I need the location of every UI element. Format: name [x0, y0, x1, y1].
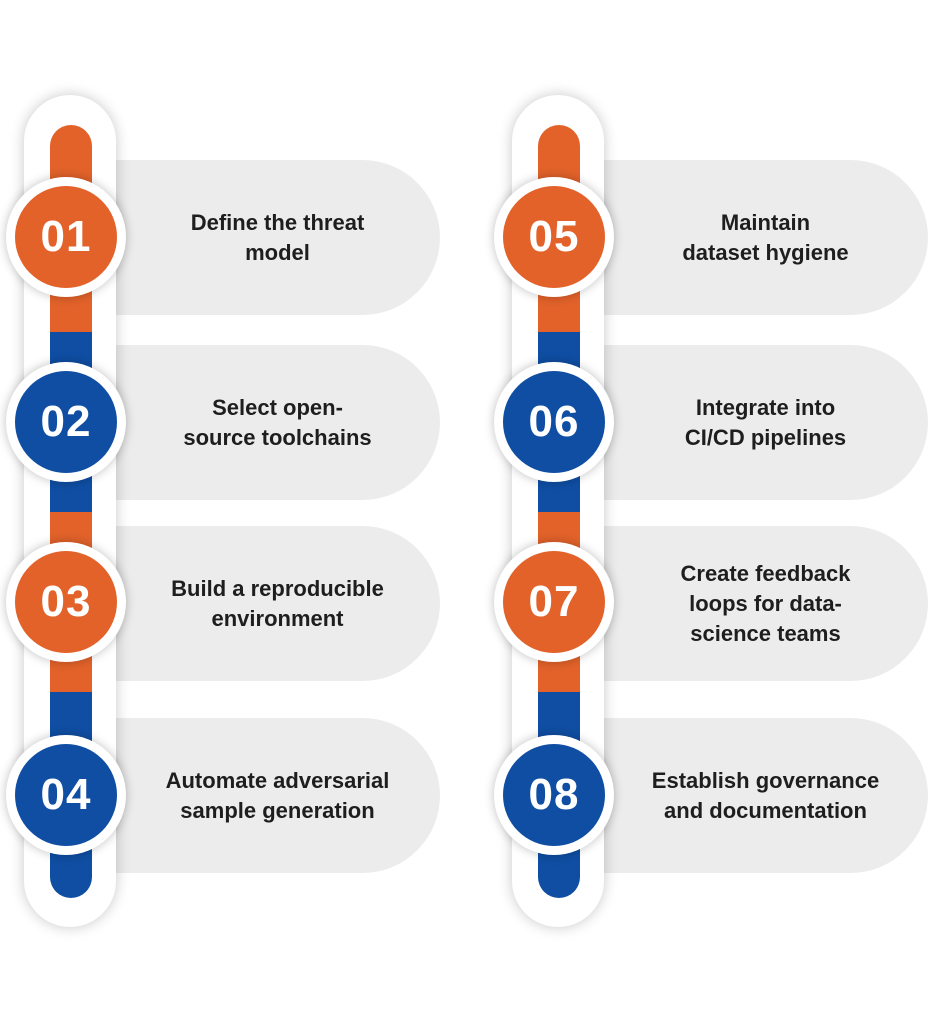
step-badge: 08: [494, 735, 614, 855]
step-number: 01: [40, 212, 92, 261]
step-text: Create feedback loops for data- science …: [680, 560, 851, 646]
step-number: 07: [528, 577, 580, 626]
step-badge: 04: [6, 735, 126, 855]
step-number: 02: [40, 397, 92, 446]
step-badge: 07: [494, 542, 614, 662]
step-label-pill: Build a reproducible environment: [90, 526, 440, 681]
step-text: Automate adversarial sample generation: [165, 767, 390, 823]
step-text: Select open- source toolchains: [183, 394, 372, 450]
step-badge: 06: [494, 362, 614, 482]
step-label-pill: Establish governance and documentation: [578, 718, 928, 873]
step-text: Build a reproducible environment: [171, 575, 384, 631]
step-label-pill: Integrate into CI/CD pipelines: [578, 345, 928, 500]
step-badge: 05: [494, 177, 614, 297]
step-text: Integrate into CI/CD pipelines: [684, 394, 847, 450]
step-number: 04: [40, 770, 92, 819]
step-number: 03: [40, 577, 92, 626]
steps-column-right: Maintain dataset hygiene Integrate into …: [488, 0, 929, 1024]
steps-column-left: Define the threat model Select open- sou…: [0, 0, 450, 1024]
step-badge: 03: [6, 542, 126, 662]
step-text: Maintain dataset hygiene: [682, 209, 849, 265]
step-badge: 02: [6, 362, 126, 482]
step-label-pill: Define the threat model: [90, 160, 440, 315]
step-badge: 01: [6, 177, 126, 297]
step-label-pill: Select open- source toolchains: [90, 345, 440, 500]
step-number: 05: [528, 212, 580, 261]
step-text: Define the threat model: [190, 209, 365, 265]
step-label-pill: Automate adversarial sample generation: [90, 718, 440, 873]
step-label-pill: Create feedback loops for data- science …: [578, 526, 928, 681]
step-text: Establish governance and documentation: [651, 767, 880, 823]
step-label-pill: Maintain dataset hygiene: [578, 160, 928, 315]
step-number: 08: [528, 770, 580, 819]
step-number: 06: [528, 397, 580, 446]
